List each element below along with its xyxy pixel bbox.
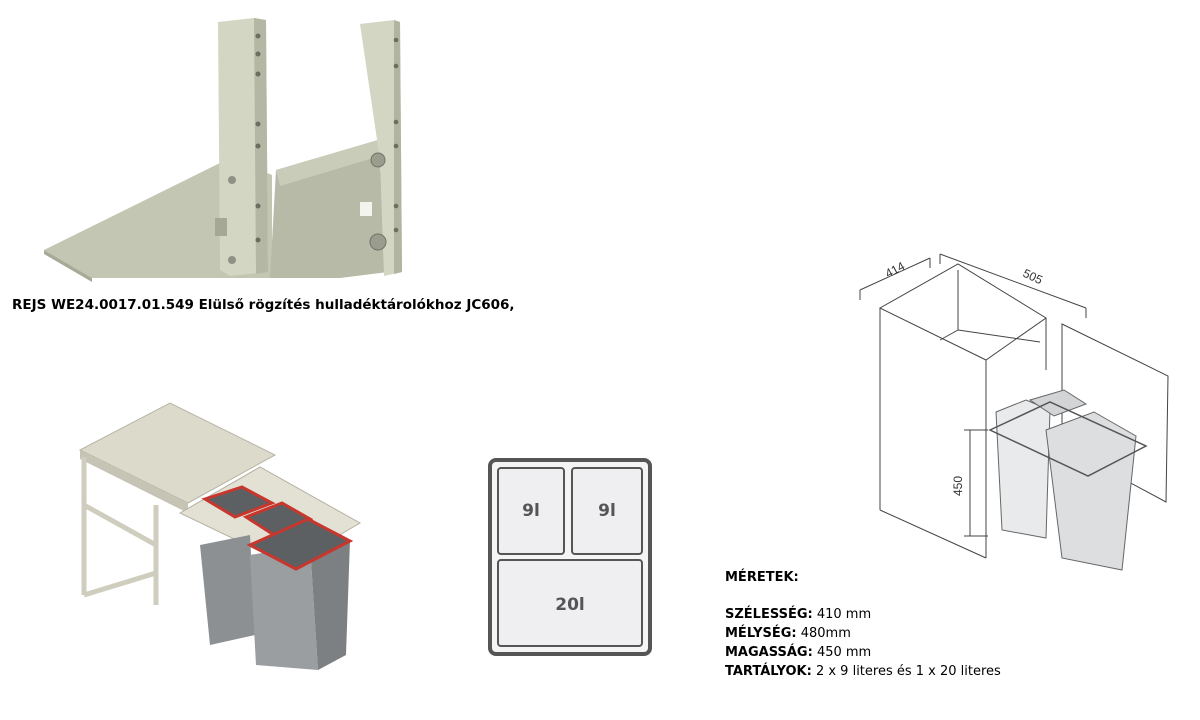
- bracket-product-image: [44, 18, 402, 282]
- spec-row-height: MAGASSÁG: 450 mm: [725, 643, 1001, 662]
- spec-label: SZÉLESSÉG:: [725, 607, 813, 622]
- bin-label-bottom: 20l: [555, 595, 584, 615]
- depth-dimension-label: 505: [1021, 266, 1045, 287]
- bin-slot-top-left: [497, 467, 565, 555]
- bin-label-top-right: 9l: [598, 501, 616, 521]
- spec-value: 480mm: [796, 626, 851, 641]
- bin-slot-bottom: [497, 559, 643, 647]
- spec-label: MÉLYSÉG:: [725, 626, 797, 641]
- bin-label-top-left: 9l: [522, 501, 540, 521]
- spec-row-depth: MÉLYSÉG: 480mm: [725, 624, 1001, 643]
- spec-value: 450 mm: [812, 645, 872, 660]
- product-caption: REJS WE24.0017.01.549 Elülső rögzítés hu…: [12, 297, 515, 313]
- height-dimension-label: 450: [951, 476, 965, 496]
- bin-unit-product-image: [78, 402, 362, 670]
- spec-label: MAGASSÁG:: [725, 645, 813, 660]
- spec-value: 2 x 9 literes és 1 x 20 literes: [811, 664, 1001, 679]
- spec-row-containers: TARTÁLYOK: 2 x 9 literes és 1 x 20 liter…: [725, 662, 1001, 681]
- specs-heading: MÉRETEK:: [725, 570, 799, 585]
- spec-row-width: SZÉLESSÉG: 410 mm: [725, 605, 1001, 624]
- bin-layout-diagram: 9l 9l 20l: [488, 458, 652, 656]
- cabinet-technical-drawing: 414 505 450: [859, 253, 1169, 571]
- specifications-block: MÉRETEK: SZÉLESSÉG: 410 mm MÉLYSÉG: 480m…: [725, 568, 1001, 681]
- spec-label: TARTÁLYOK:: [725, 664, 812, 679]
- spec-value: 410 mm: [812, 607, 872, 622]
- bin-slot-top-right: [571, 467, 643, 555]
